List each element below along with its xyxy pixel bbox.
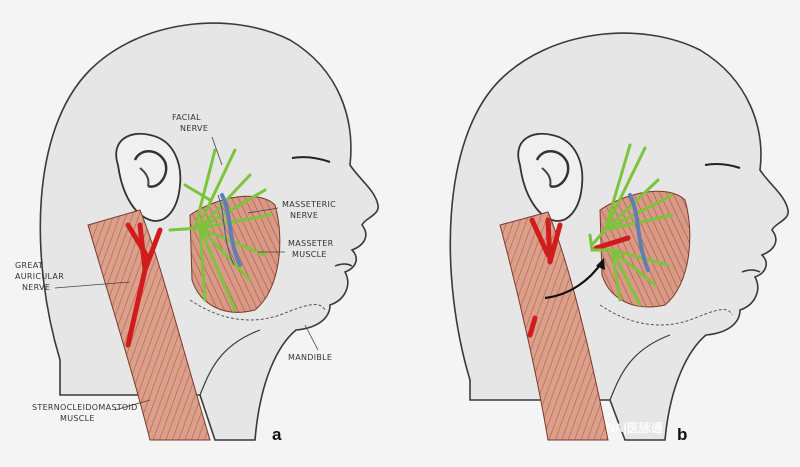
- masseter-muscle-label-line1: MASSETER: [288, 239, 334, 248]
- sternocleidomastoid-muscle-b: [499, 211, 609, 441]
- great-auricular-nerve-a: [125, 222, 163, 348]
- panel-a: FACIAL NERVE MASSETERIC NERVE MASSETER M…: [15, 22, 379, 444]
- scm-label-line1: STERNOCLEIDOMASTOID: [32, 403, 138, 412]
- vein-a: [220, 193, 242, 267]
- panel-label-b: b: [677, 425, 687, 444]
- facial-nerve-a: [168, 148, 272, 312]
- masseteric-nerve-label-line2: NERVE: [290, 211, 318, 220]
- eye-a: [291, 156, 331, 163]
- masseteric-nerve-label-line1: MASSETERIC: [282, 200, 336, 209]
- great-auricular-label-line2: AURICULAR: [15, 272, 64, 281]
- watermark: NA|医脉通: [606, 420, 663, 435]
- great-auricular-label-line1: GREAT: [15, 261, 43, 270]
- watermark-text: NA|医脉通: [606, 420, 663, 435]
- facial-nerve-label-line2: NERVE: [180, 124, 208, 133]
- scm-label-line2: MUSCLE: [60, 414, 95, 423]
- great-auricular-label-line3: NERVE: [22, 283, 50, 292]
- great-auricular-nerve-b: [527, 217, 563, 338]
- facial-nerve-label-line1: FACIAL: [172, 113, 201, 122]
- masseter-muscle-label-line2: MUSCLE: [292, 250, 327, 259]
- eye-b: [704, 163, 741, 169]
- mandible-a: [189, 299, 326, 321]
- vein-b: [628, 193, 650, 272]
- mandible-b: [599, 304, 733, 326]
- panel-b: b: [449, 32, 789, 444]
- sternocleidomastoid-muscle-a: [87, 209, 211, 441]
- transposed-nerve-b: [593, 235, 631, 251]
- mandible-label: MANDIBLE: [288, 353, 332, 362]
- panel-label-a: a: [272, 425, 282, 444]
